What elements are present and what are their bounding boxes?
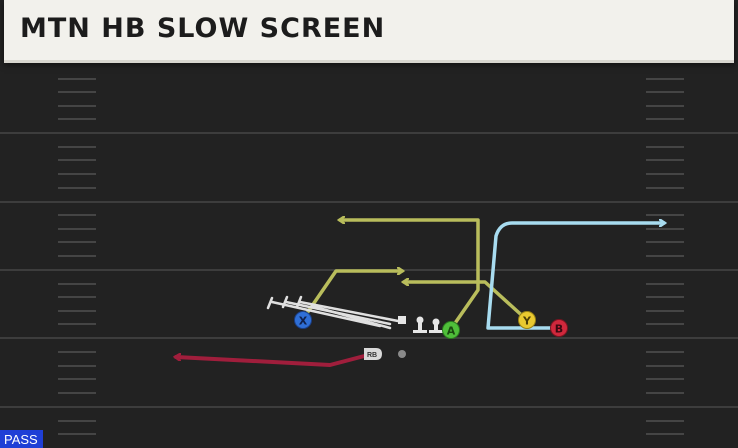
- x-button-icon[interactable]: X: [294, 311, 312, 329]
- offensive-line: [398, 316, 443, 333]
- screen-blocks: [266, 295, 400, 330]
- a-button-icon[interactable]: A: [442, 321, 460, 339]
- route-x-in: [301, 271, 402, 321]
- play-type-badge: PASS: [0, 430, 43, 448]
- svg-text:B: B: [555, 323, 563, 336]
- route-b-out: [486, 223, 664, 330]
- lineman-2: [429, 318, 443, 333]
- running-back-icon: RB: [364, 348, 382, 360]
- hash-marks-left: [58, 78, 96, 435]
- route-y-in: [404, 282, 529, 322]
- center-marker: [398, 316, 406, 324]
- hash-marks-right: [646, 78, 684, 435]
- quarterback-marker: [398, 350, 406, 358]
- svg-text:X: X: [299, 315, 308, 328]
- y-button-icon[interactable]: Y: [518, 311, 536, 329]
- play-title: MTN HB SLOW SCREEN: [20, 13, 386, 44]
- svg-text:RB: RB: [367, 352, 377, 359]
- b-button-icon[interactable]: B: [550, 319, 568, 337]
- lineman-1: [413, 316, 427, 333]
- play-title-bar: MTN HB SLOW SCREEN: [4, 0, 734, 63]
- route-rb-screen: [176, 352, 374, 367]
- svg-text:A: A: [447, 325, 456, 338]
- svg-text:Y: Y: [522, 315, 532, 328]
- route-a-deep-in: [340, 220, 480, 331]
